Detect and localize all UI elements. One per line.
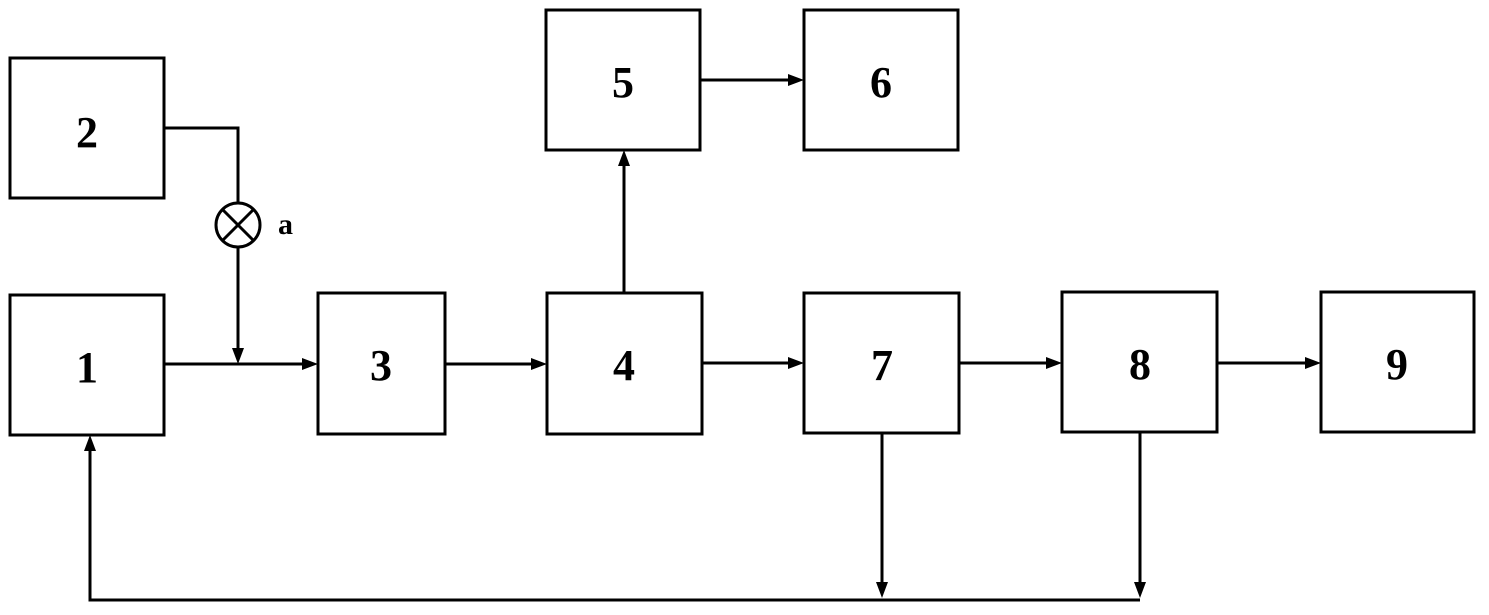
arrow-into-block5	[618, 150, 630, 166]
block-9-label: 9	[1386, 340, 1408, 389]
circled-x-icon	[214, 201, 262, 249]
arrow-into-block9	[1305, 357, 1321, 369]
block-6-label: 6	[870, 58, 892, 107]
block-5: 5	[544, 8, 702, 152]
arrow-into-block6	[788, 74, 804, 86]
arrow-into-block7	[788, 357, 804, 369]
block-9: 9	[1319, 290, 1476, 434]
arrow-block8-down	[1134, 582, 1146, 598]
block-2: 2	[8, 56, 166, 200]
block-3: 3	[316, 291, 447, 436]
wire-feedback-bus	[88, 451, 1140, 602]
arrow-mixer-down	[232, 348, 244, 364]
block-7: 7	[802, 291, 961, 435]
block-5-label: 5	[612, 58, 634, 107]
wire-block2-to-mixer	[164, 126, 240, 203]
block-4: 4	[545, 291, 704, 436]
block-1-label: 1	[76, 343, 98, 392]
arrow-into-block8	[1046, 357, 1062, 369]
block-6: 6	[802, 8, 960, 152]
block-7-label: 7	[871, 341, 893, 390]
block-1: 1	[8, 293, 166, 437]
block-8-label: 8	[1129, 340, 1151, 389]
mixer-label: a	[278, 208, 293, 241]
arrow-into-block1	[84, 435, 96, 451]
block-4-label: 4	[613, 341, 635, 390]
arrow-into-block4	[531, 358, 547, 370]
block-8: 8	[1060, 290, 1219, 434]
arrow-block7-down	[876, 582, 888, 598]
block-2-label: 2	[76, 108, 98, 157]
arrow-into-block3	[302, 358, 318, 370]
block-3-label: 3	[370, 341, 392, 390]
